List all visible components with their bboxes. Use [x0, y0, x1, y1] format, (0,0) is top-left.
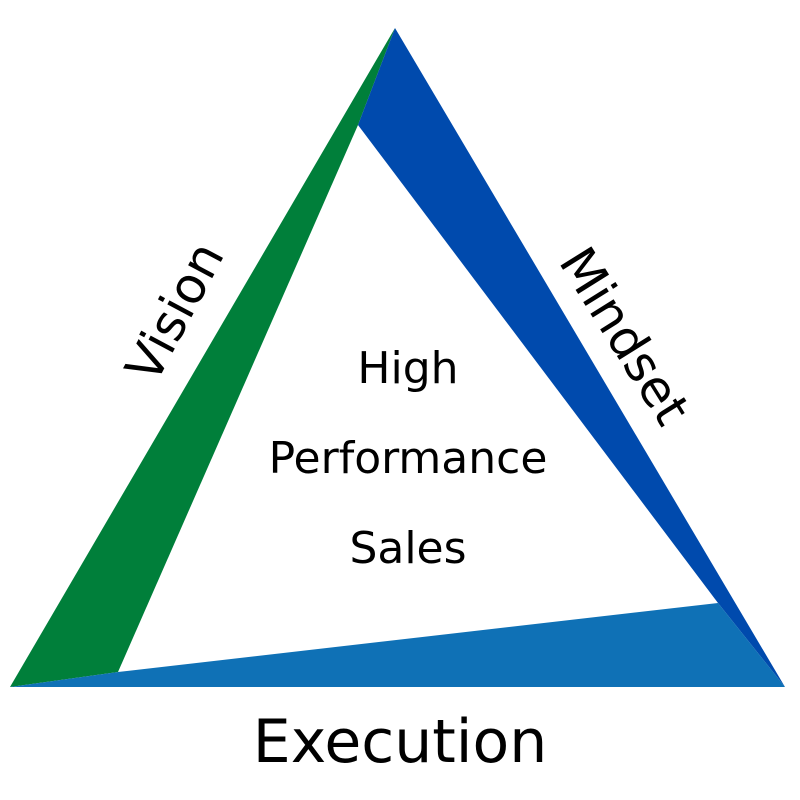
execution-label: Execution: [253, 707, 547, 777]
execution-band: [10, 603, 785, 687]
center-line-2: Performance: [269, 433, 548, 484]
center-line-1: High: [357, 343, 458, 394]
mindset-band: [358, 28, 785, 687]
center-line-3: Sales: [349, 523, 466, 574]
vision-band: [10, 28, 395, 687]
